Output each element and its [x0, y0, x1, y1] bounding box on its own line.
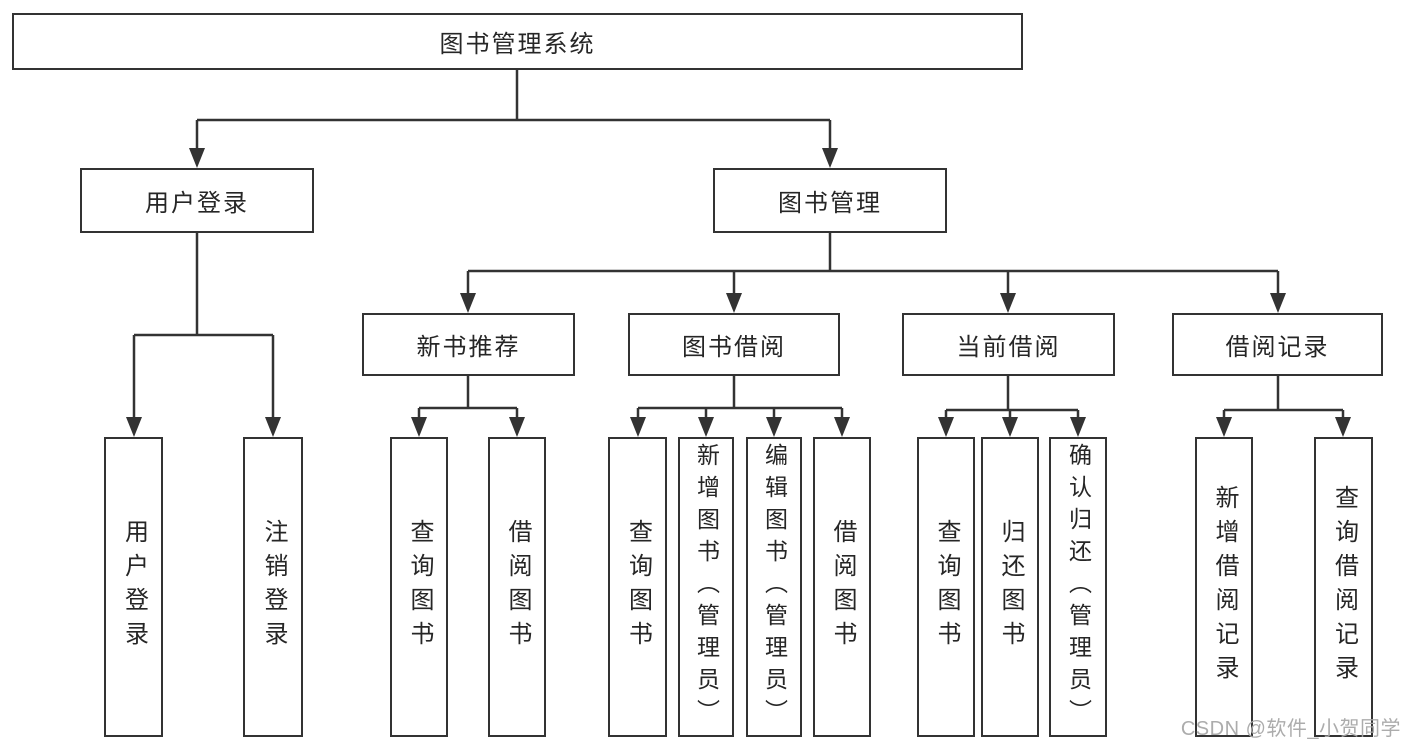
leaf-bb-query-books: 查询图书: [608, 437, 667, 737]
leaf-br-query-borrow-record: 查询借阅记录: [1314, 437, 1373, 737]
node-user-login: 用户登录: [80, 168, 314, 233]
leaf-cb-confirm-return-admin: 确认归还（管理员）: [1049, 437, 1107, 737]
leaf-user-login: 用户登录: [104, 437, 163, 737]
node-borrow-records: 借阅记录: [1172, 313, 1383, 376]
leaf-bb-borrow-books: 借阅图书: [813, 437, 871, 737]
node-book-management: 图书管理: [713, 168, 947, 233]
node-book-borrowing: 图书借阅: [628, 313, 840, 376]
node-new-book-recommend: 新书推荐: [362, 313, 575, 376]
leaf-logout-login: 注销登录: [243, 437, 303, 737]
leaf-bb-edit-books-admin: 编辑图书（管理员）: [746, 437, 802, 737]
node-library-management-system: 图书管理系统: [12, 13, 1023, 70]
node-current-borrowing: 当前借阅: [902, 313, 1115, 376]
leaf-cb-query-books: 查询图书: [917, 437, 975, 737]
leaf-nbr-borrow-books: 借阅图书: [488, 437, 546, 737]
leaf-cb-return-books: 归还图书: [981, 437, 1039, 737]
leaf-nbr-query-books: 查询图书: [390, 437, 448, 737]
leaf-br-add-borrow-record: 新增借阅记录: [1195, 437, 1253, 737]
leaf-bb-add-books-admin: 新增图书（管理员）: [678, 437, 734, 737]
watermark: CSDN @软件_小贺同学: [1180, 718, 1401, 740]
